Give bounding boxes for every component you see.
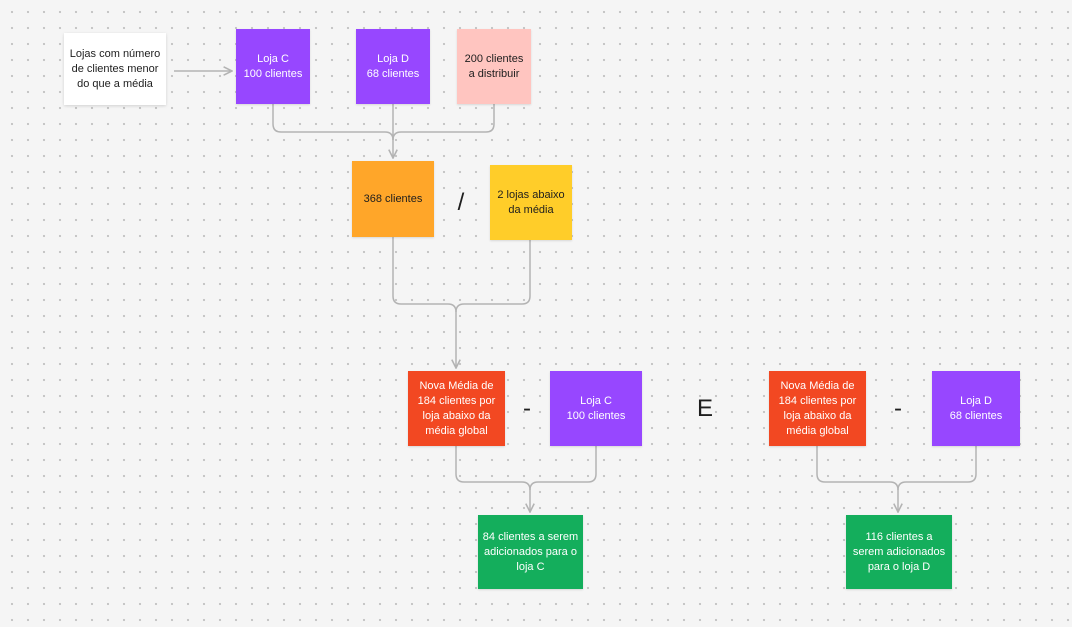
operator-and: E xyxy=(696,395,713,422)
connector-total-merge xyxy=(392,237,457,313)
card-clientes-a-distribuir[interactable]: 200 clientes a distribuir xyxy=(457,29,531,104)
connector-nova-media-left-merge xyxy=(455,446,531,491)
connector-nova-media-right-merge xyxy=(816,446,899,491)
card-result-loja-d[interactable]: 116 clientes a serem adicionados para o … xyxy=(846,515,952,589)
operator-minus-right: - xyxy=(894,395,902,422)
connector-loja-c-merge xyxy=(272,104,394,141)
connector-loja-d-bottom-merge xyxy=(897,446,977,491)
connector-distribuir-merge xyxy=(392,104,495,141)
card-nova-media-left[interactable]: Nova Média de 184 clientes por loja abai… xyxy=(408,371,505,446)
card-loja-c-bottom[interactable]: Loja C 100 clientes xyxy=(550,371,642,446)
card-nova-media-right[interactable]: Nova Média de 184 clientes por loja abai… xyxy=(769,371,866,446)
operator-divide: / xyxy=(457,189,465,216)
note-lojas-abaixo[interactable]: Lojas com número de clientes menor do qu… xyxy=(64,33,166,105)
connector-loja-c-bottom-merge xyxy=(529,446,597,491)
card-lojas-abaixo-media[interactable]: 2 lojas abaixo da média xyxy=(490,165,572,240)
connector-lojas-abaixo-merge xyxy=(455,240,531,313)
operator-minus-left: - xyxy=(523,395,531,422)
card-loja-d-top[interactable]: Loja D 68 clientes xyxy=(356,29,430,104)
card-loja-d-bottom[interactable]: Loja D 68 clientes xyxy=(932,371,1020,446)
card-total-clientes[interactable]: 368 clientes xyxy=(352,161,434,237)
card-result-loja-c[interactable]: 84 clientes a serem adicionados para o l… xyxy=(478,515,583,589)
card-loja-c-top[interactable]: Loja C 100 clientes xyxy=(236,29,310,104)
